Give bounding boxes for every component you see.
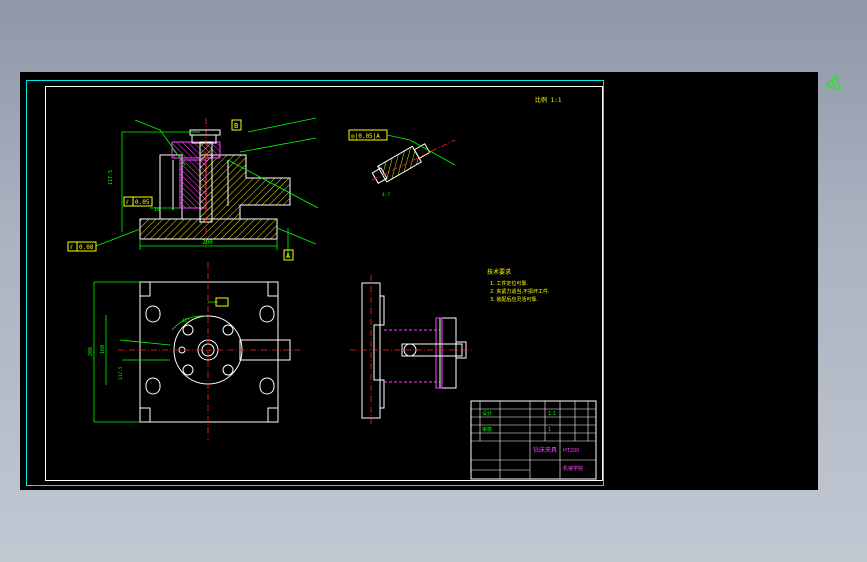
- dim-height-pos: 10: [154, 207, 160, 213]
- title-sheet: 1: [548, 427, 551, 433]
- svg-text:B: B: [234, 122, 238, 130]
- svg-text:◎|0.05|A: ◎|0.05|A: [351, 133, 380, 140]
- svg-text:⫽: ⫽: [125, 199, 129, 206]
- dim-plan-height: 200: [88, 347, 94, 356]
- tol-frame-parallel-1: ⫽ 0.05: [123, 196, 153, 207]
- plan-view: 200 160 117.5 45°: [88, 262, 300, 440]
- svg-text:A: A: [286, 252, 291, 260]
- title-scale: 1:1: [548, 411, 556, 417]
- ucs-triangle-icon[interactable]: [824, 74, 841, 91]
- dim-plan-offset: 117.5: [118, 366, 124, 380]
- drawing-border: [45, 86, 603, 481]
- pos-tolerance-frame: ◎|0.05|A: [348, 129, 388, 141]
- tol-frame-parallel-2: ⫽ 0.08: [67, 241, 97, 252]
- dim-plan-inner: 160: [100, 345, 106, 354]
- dim-detail: 4-7: [382, 192, 390, 198]
- front-section-view: 117.5 200 10 ⫽ 0.05 ⫽ 0.08 B A: [67, 117, 319, 261]
- drawing-frame: [26, 80, 604, 486]
- datum-a-box: A: [283, 249, 294, 261]
- svg-text:0.08: 0.08: [79, 244, 94, 251]
- title-checker: 审核: [482, 426, 492, 433]
- tech-req-line-2: 2. 夹紧力适当,不损坏工件.: [490, 288, 550, 295]
- title-block: 设计 审核 钻床夹具 HT200 机械学院 1:1 1: [470, 400, 597, 480]
- bushing-detail-view: ◎|0.05|A 4-7: [348, 129, 456, 198]
- datum-b-box: B: [231, 119, 242, 131]
- dim-height-v: 117.5: [108, 170, 114, 185]
- tech-req-line-3: 3. 装配后应灵活可靠.: [490, 296, 538, 303]
- tech-req-title: 技术要求: [487, 268, 511, 276]
- title-school: 机械学院: [563, 465, 583, 472]
- dim-base-width: 200: [202, 239, 213, 246]
- technical-requirements: 技术要求 1. 工件定位可靠. 2. 夹紧力适当,不损坏工件. 3. 装配后应灵…: [487, 268, 550, 303]
- svg-text:⫽: ⫽: [69, 244, 73, 251]
- side-view: [350, 275, 472, 425]
- svg-text:0.05: 0.05: [135, 199, 150, 206]
- title-material: HT200: [563, 448, 579, 454]
- title-designer: 设计: [482, 410, 492, 417]
- model-viewport[interactable]: [20, 72, 818, 490]
- title-name: 钻床夹具: [533, 446, 557, 454]
- tech-req-line-1: 1. 工件定位可靠.: [490, 280, 528, 287]
- scale-note: 比例 1:1: [535, 96, 562, 104]
- dim-angle: 45°: [182, 318, 190, 324]
